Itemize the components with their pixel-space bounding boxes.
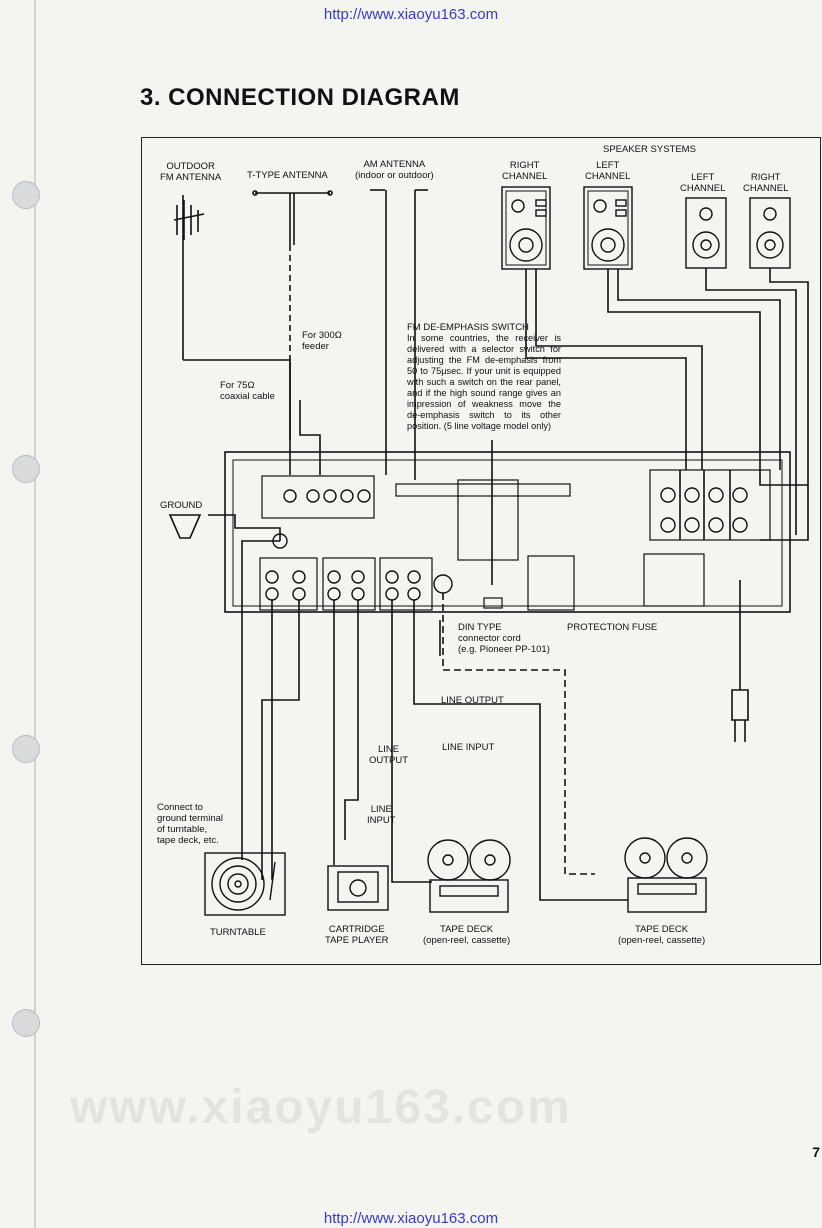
- protection-fuse-label: PROTECTION FUSE: [567, 622, 658, 633]
- receiver-chassis: [224, 451, 791, 613]
- tape-deck-icon: [427, 839, 511, 913]
- top-url[interactable]: http://www.xiaoyu163.com: [323, 6, 499, 23]
- coax-label: For 75Ω coaxial cable: [220, 380, 275, 402]
- am-antenna-icon: [370, 189, 428, 480]
- turntable-icon: [204, 852, 286, 916]
- turntable-label: TURNTABLE: [210, 927, 266, 938]
- cartridge-player-icon: [327, 865, 389, 911]
- binder-hole: [12, 1009, 40, 1037]
- diagram-frame: [141, 137, 821, 965]
- connect-ground-label: Connect to ground terminal of turntable,…: [157, 802, 224, 846]
- left-channel-label: LEFT CHANNEL: [680, 172, 726, 194]
- cartridge-label: CARTRIDGE TAPE PLAYER: [325, 924, 389, 946]
- line-output-label: LINE OUTPUT: [369, 744, 409, 766]
- right-channel-label: RIGHT CHANNEL: [502, 160, 548, 182]
- speaker-icon: [685, 197, 727, 269]
- speaker-icon: [501, 186, 551, 270]
- page-title: 3. CONNECTION DIAGRAM: [140, 84, 460, 111]
- tape-deck-label: TAPE DECK (open-reel, cassette): [618, 924, 706, 946]
- feeder-label: For 300Ω feeder: [302, 330, 342, 352]
- power-plug-icon: [731, 580, 749, 742]
- binder-edge: [34, 0, 36, 1228]
- watermark-text: www.xiaoyu163.com: [70, 1081, 572, 1134]
- am-antenna-label: AM ANTENNA (indoor or outdoor): [355, 159, 434, 181]
- left-channel-label: LEFT CHANNEL: [585, 160, 631, 182]
- ground-icon: [168, 514, 202, 539]
- line-output-label: LINE OUTPUT: [441, 695, 504, 706]
- t-antenna-label: T-TYPE ANTENNA: [247, 170, 328, 181]
- binder-hole: [12, 181, 40, 209]
- fm-antenna-label: OUTDOOR FM ANTENNA: [160, 161, 222, 183]
- din-cord-label: DIN TYPE connector cord (e.g. Pioneer PP…: [458, 622, 550, 655]
- note-heading: FM DE-EMPHASIS SWITCH: [407, 322, 529, 333]
- note-body: In some countries, the receiver is deliv…: [407, 333, 561, 431]
- speaker-systems-label: SPEAKER SYSTEMS: [603, 144, 696, 155]
- page-number: 7: [812, 1144, 820, 1160]
- t-antenna-icon: [252, 190, 333, 245]
- binder-hole: [12, 735, 40, 763]
- line-input-label: LINE INPUT: [442, 742, 495, 753]
- tape-deck-label: TAPE DECK (open-reel, cassette): [423, 924, 511, 946]
- tape-deck-icon: [624, 837, 708, 913]
- binder-hole: [12, 455, 40, 483]
- speaker-icon: [749, 197, 791, 269]
- line-input-label: LINE INPUT: [367, 804, 396, 826]
- ground-label: GROUND: [160, 500, 203, 511]
- bottom-url[interactable]: http://www.xiaoyu163.com: [323, 1210, 499, 1227]
- speaker-icon: [583, 186, 633, 270]
- fm-antenna-icon: [173, 195, 205, 360]
- right-channel-label: RIGHT CHANNEL: [743, 172, 789, 194]
- fm-deemphasis-note: FM DE-EMPHASIS SWITCH In some countries,…: [407, 322, 561, 432]
